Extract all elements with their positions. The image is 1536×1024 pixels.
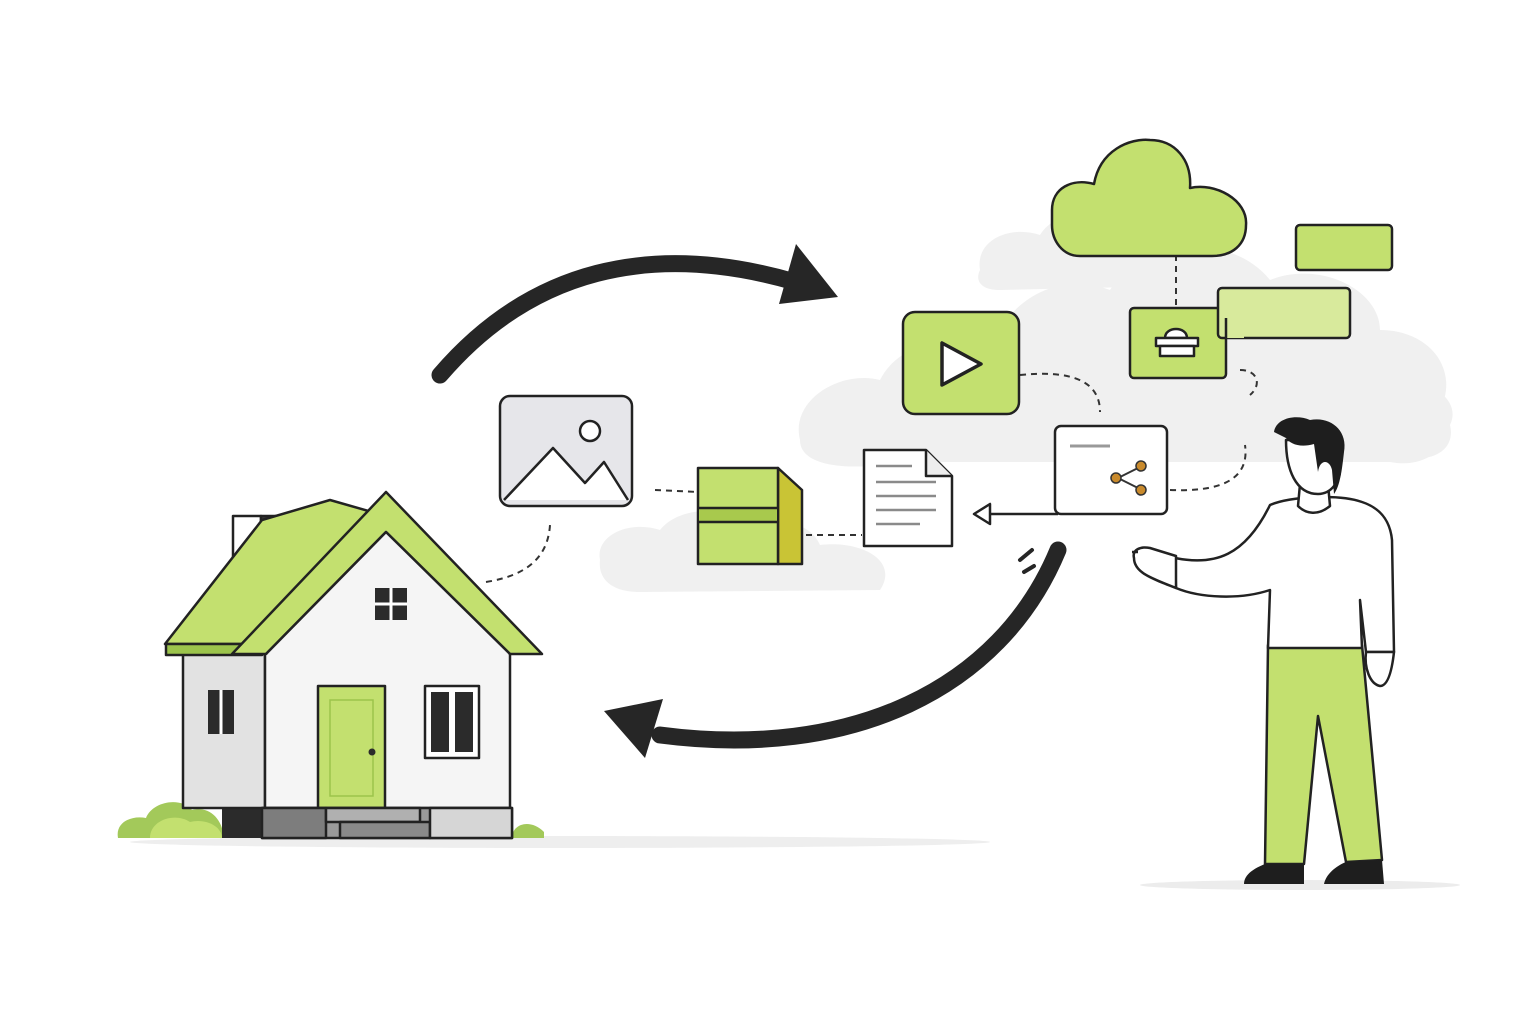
person-icon	[1132, 417, 1396, 884]
play-icon	[901, 310, 1021, 416]
hand-icon	[1364, 650, 1396, 688]
label-card-icon	[1216, 286, 1352, 340]
door-icon	[316, 684, 387, 810]
connector-play-share	[1019, 372, 1101, 413]
connector-share-person	[1169, 444, 1247, 492]
connector-share-cloud	[1239, 369, 1258, 396]
curved-arrow-left-icon	[604, 541, 1067, 758]
image-icon	[498, 394, 634, 508]
bush-icon	[512, 824, 544, 838]
hand-icon	[1132, 546, 1178, 590]
connector-image-folder	[654, 489, 699, 493]
label-card-icon	[1294, 223, 1394, 272]
connector-house-image	[485, 524, 551, 583]
shoe-icon	[1324, 860, 1384, 884]
folder-icon	[696, 466, 804, 566]
share-icon	[1053, 424, 1169, 516]
cloud-icon	[1050, 138, 1248, 258]
hair-icon	[1274, 417, 1345, 494]
connectors	[485, 255, 1258, 583]
camera-icon	[1128, 306, 1228, 380]
pants-icon	[1263, 643, 1384, 866]
document-icon	[862, 448, 954, 548]
pointer-arrow-icon	[972, 502, 1058, 526]
curved-arrow-right-icon	[431, 244, 838, 384]
shoe-icon	[1244, 864, 1304, 884]
arrow-spark-icon	[1018, 548, 1036, 574]
shirt-icon	[1173, 495, 1396, 654]
house-icon	[117, 490, 544, 840]
